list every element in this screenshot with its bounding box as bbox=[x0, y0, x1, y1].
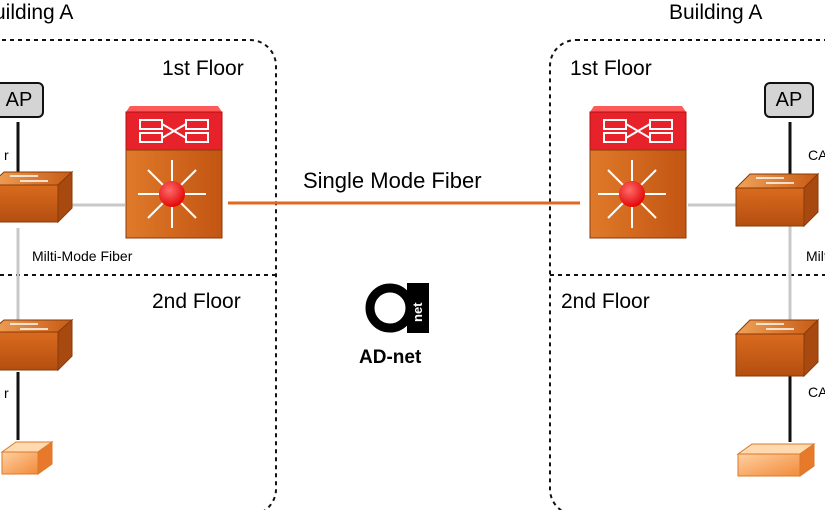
right-cable-label-bottom: CA bbox=[808, 384, 825, 400]
right-floor1-label: 1st Floor bbox=[570, 57, 652, 80]
left-cable-label-top: r bbox=[4, 147, 9, 163]
left-ap: AP bbox=[0, 82, 44, 118]
right-end-device bbox=[736, 443, 816, 477]
right-ap: AP bbox=[764, 82, 814, 118]
single-mode-fiber-label: Single Mode Fiber bbox=[303, 168, 482, 193]
right-floor2-label: 2nd Floor bbox=[561, 290, 650, 313]
right-building-title: Building A bbox=[669, 1, 763, 24]
right-fiber-label: Milti bbox=[806, 248, 825, 264]
left-cable-label-bottom: r bbox=[4, 385, 9, 401]
left-ap-label: AP bbox=[5, 88, 33, 111]
left-building-boundary bbox=[0, 39, 277, 510]
left-end-device bbox=[0, 441, 54, 475]
logo-name: AD-net bbox=[359, 347, 422, 368]
right-ap-label: AP bbox=[775, 88, 803, 111]
left-building-title: Building A bbox=[0, 1, 74, 24]
left-core-switch bbox=[125, 106, 223, 239]
logo-mark-text: net bbox=[410, 302, 425, 322]
right-floor1-switch bbox=[734, 172, 820, 228]
left-floor1-label: 1st Floor bbox=[162, 57, 244, 80]
ad-net-logo-mark: net bbox=[365, 283, 429, 333]
left-fiber-label: Milti-Mode Fiber bbox=[32, 248, 133, 264]
left-floor1-switch bbox=[0, 170, 74, 224]
right-cable-label-top: CA bbox=[808, 147, 825, 163]
left-floor2-label: 2nd Floor bbox=[152, 290, 241, 313]
right-core-switch bbox=[589, 106, 687, 239]
right-floor2-switch bbox=[734, 318, 820, 378]
left-floor2-switch bbox=[0, 318, 74, 372]
